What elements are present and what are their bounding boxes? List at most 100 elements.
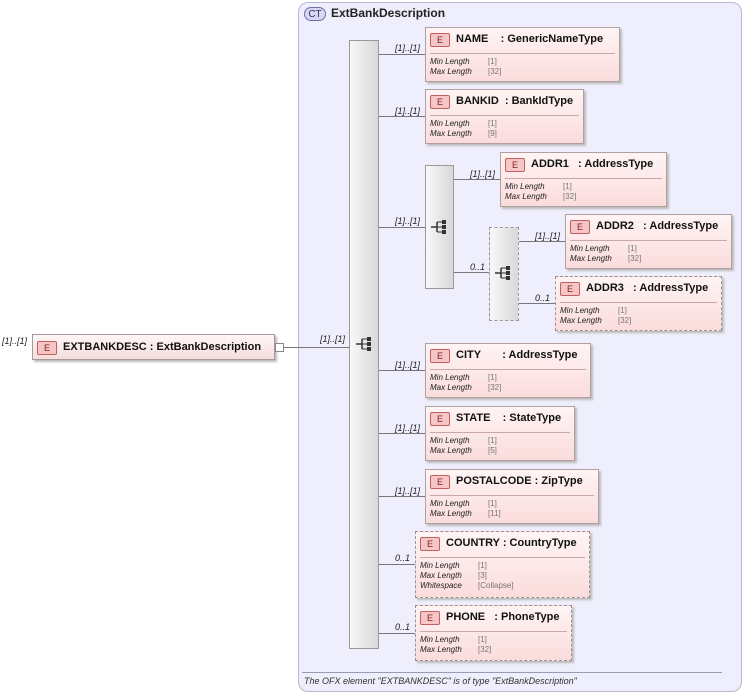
branch-line: [379, 433, 425, 434]
facet-value: [32]: [563, 192, 577, 201]
connector-cardinality: [1]..[1]: [320, 334, 346, 344]
branch-line: [379, 564, 415, 565]
element-ADDR2[interactable]: E ADDR2 : AddressType Min Length [1] Max…: [565, 214, 732, 269]
facet-label: Max Length: [420, 571, 462, 580]
divider: [430, 53, 615, 54]
element-BANKID[interactable]: E BANKID : BankIdType Min Length [1] Max…: [425, 89, 584, 144]
facet-value: [32]: [488, 67, 502, 76]
cardinality-phone: 0..1: [395, 622, 411, 632]
facet-value: [1]: [488, 119, 497, 128]
divider: [430, 369, 586, 370]
cardinality-addr-subgroup: 0..1: [470, 262, 486, 272]
sequence-icon: [356, 337, 371, 351]
complex-type-title: ExtBankDescription: [331, 6, 446, 20]
root-element-EXTBANKDESC[interactable]: E EXTBANKDESC : ExtBankDescription: [32, 334, 275, 360]
element-label: NAME : GenericNameType: [456, 33, 604, 45]
element-label: CITY : AddressType: [456, 349, 578, 361]
facet-label: Max Length: [430, 67, 472, 76]
branch-line: [519, 303, 555, 304]
ct-badge: CT: [304, 7, 326, 21]
facet-label: Max Length: [560, 316, 602, 325]
element-CITY[interactable]: E CITY : AddressType Min Length [1] Max …: [425, 343, 591, 398]
facet-label: Min Length: [420, 561, 460, 570]
cardinality-country: 0..1: [395, 553, 411, 563]
facet-label: Max Length: [430, 129, 472, 138]
root-element-label: EXTBANKDESC : ExtBankDescription: [63, 341, 262, 353]
facet-label: Min Length: [420, 635, 460, 644]
divider: [570, 240, 727, 241]
element-POSTALCODE[interactable]: E POSTALCODE : ZipType Min Length [1] Ma…: [425, 469, 599, 524]
facet-label: Min Length: [560, 306, 600, 315]
element-STATE[interactable]: E STATE : StateType Min Length [1] Max L…: [425, 406, 575, 461]
divider: [420, 557, 585, 558]
facet-value: [32]: [628, 254, 642, 263]
facet-value: [11]: [488, 509, 501, 518]
facet-value: [1]: [488, 373, 497, 382]
element-badge: E: [570, 220, 590, 234]
sequence-icon: [431, 220, 446, 234]
element-NAME[interactable]: E NAME : GenericNameType Min Length [1] …: [425, 27, 620, 82]
facet-label: Min Length: [430, 119, 470, 128]
facet-label: Min Length: [570, 244, 610, 253]
facet-label: Min Length: [430, 57, 470, 66]
facet-value: [1]: [563, 182, 572, 191]
facet-value: [Collapse]: [478, 581, 514, 590]
cardinality-name: [1]..[1]: [395, 43, 421, 53]
branch-line: [379, 116, 425, 117]
element-badge: E: [560, 282, 580, 296]
element-ADDR3[interactable]: E ADDR3 : AddressType Min Length [1] Max…: [555, 276, 722, 331]
facet-label: Min Length: [505, 182, 545, 191]
facet-value: [1]: [618, 306, 627, 315]
connector-square-icon[interactable]: [275, 343, 284, 352]
element-COUNTRY[interactable]: E COUNTRY : CountryType Min Length [1] M…: [415, 531, 590, 598]
element-badge: E: [37, 341, 57, 355]
element-label: ADDR2 : AddressType: [596, 220, 719, 232]
element-badge: E: [420, 537, 440, 551]
divider: [430, 115, 579, 116]
facet-label: Min Length: [430, 373, 470, 382]
facet-value: [32]: [488, 383, 502, 392]
type-description-footer: The OFX element "EXTBANKDESC" is of type…: [304, 676, 577, 686]
cardinality-addr3: 0..1: [535, 293, 551, 303]
cardinality-bankid: [1]..[1]: [395, 106, 421, 116]
divider: [505, 178, 662, 179]
facet-value: [1]: [628, 244, 637, 253]
element-badge: E: [505, 158, 525, 172]
divider: [560, 302, 717, 303]
element-badge: E: [430, 475, 450, 489]
element-label: POSTALCODE : ZipType: [456, 475, 583, 487]
facet-label: Min Length: [430, 499, 470, 508]
branch-line: [454, 272, 489, 273]
facet-label: Max Length: [430, 383, 472, 392]
facet-label: Max Length: [430, 509, 472, 518]
facet-label: Max Length: [420, 645, 462, 654]
cardinality-state: [1]..[1]: [395, 423, 421, 433]
branch-line: [379, 54, 425, 55]
facet-value: [1]: [478, 561, 487, 570]
connector-line: [284, 347, 349, 348]
sequence-icon: [495, 266, 510, 280]
facet-value: [1]: [478, 635, 487, 644]
element-PHONE[interactable]: E PHONE : PhoneType Min Length [1] Max L…: [415, 605, 572, 661]
branch-line: [379, 227, 425, 228]
element-label: ADDR3 : AddressType: [586, 282, 709, 294]
cardinality-city: [1]..[1]: [395, 360, 421, 370]
branch-line: [379, 633, 415, 634]
branch-line: [379, 496, 425, 497]
footer-divider: [302, 672, 722, 673]
facet-value: [1]: [488, 57, 497, 66]
facet-value: [32]: [618, 316, 632, 325]
cardinality-addr1: [1]..[1]: [470, 169, 496, 179]
element-badge: E: [430, 33, 450, 47]
element-badge: E: [420, 611, 440, 625]
element-label: PHONE : PhoneType: [446, 611, 560, 623]
facet-label: Max Length: [505, 192, 547, 201]
facet-value: [1]: [488, 436, 497, 445]
facet-label: Whitespace: [420, 581, 462, 590]
facet-value: [9]: [488, 129, 497, 138]
element-badge: E: [430, 349, 450, 363]
branch-line: [519, 241, 565, 242]
element-ADDR1[interactable]: E ADDR1 : AddressType Min Length [1] Max…: [500, 152, 667, 207]
branch-line: [379, 370, 425, 371]
optional-sequence-compositor[interactable]: [489, 227, 519, 321]
